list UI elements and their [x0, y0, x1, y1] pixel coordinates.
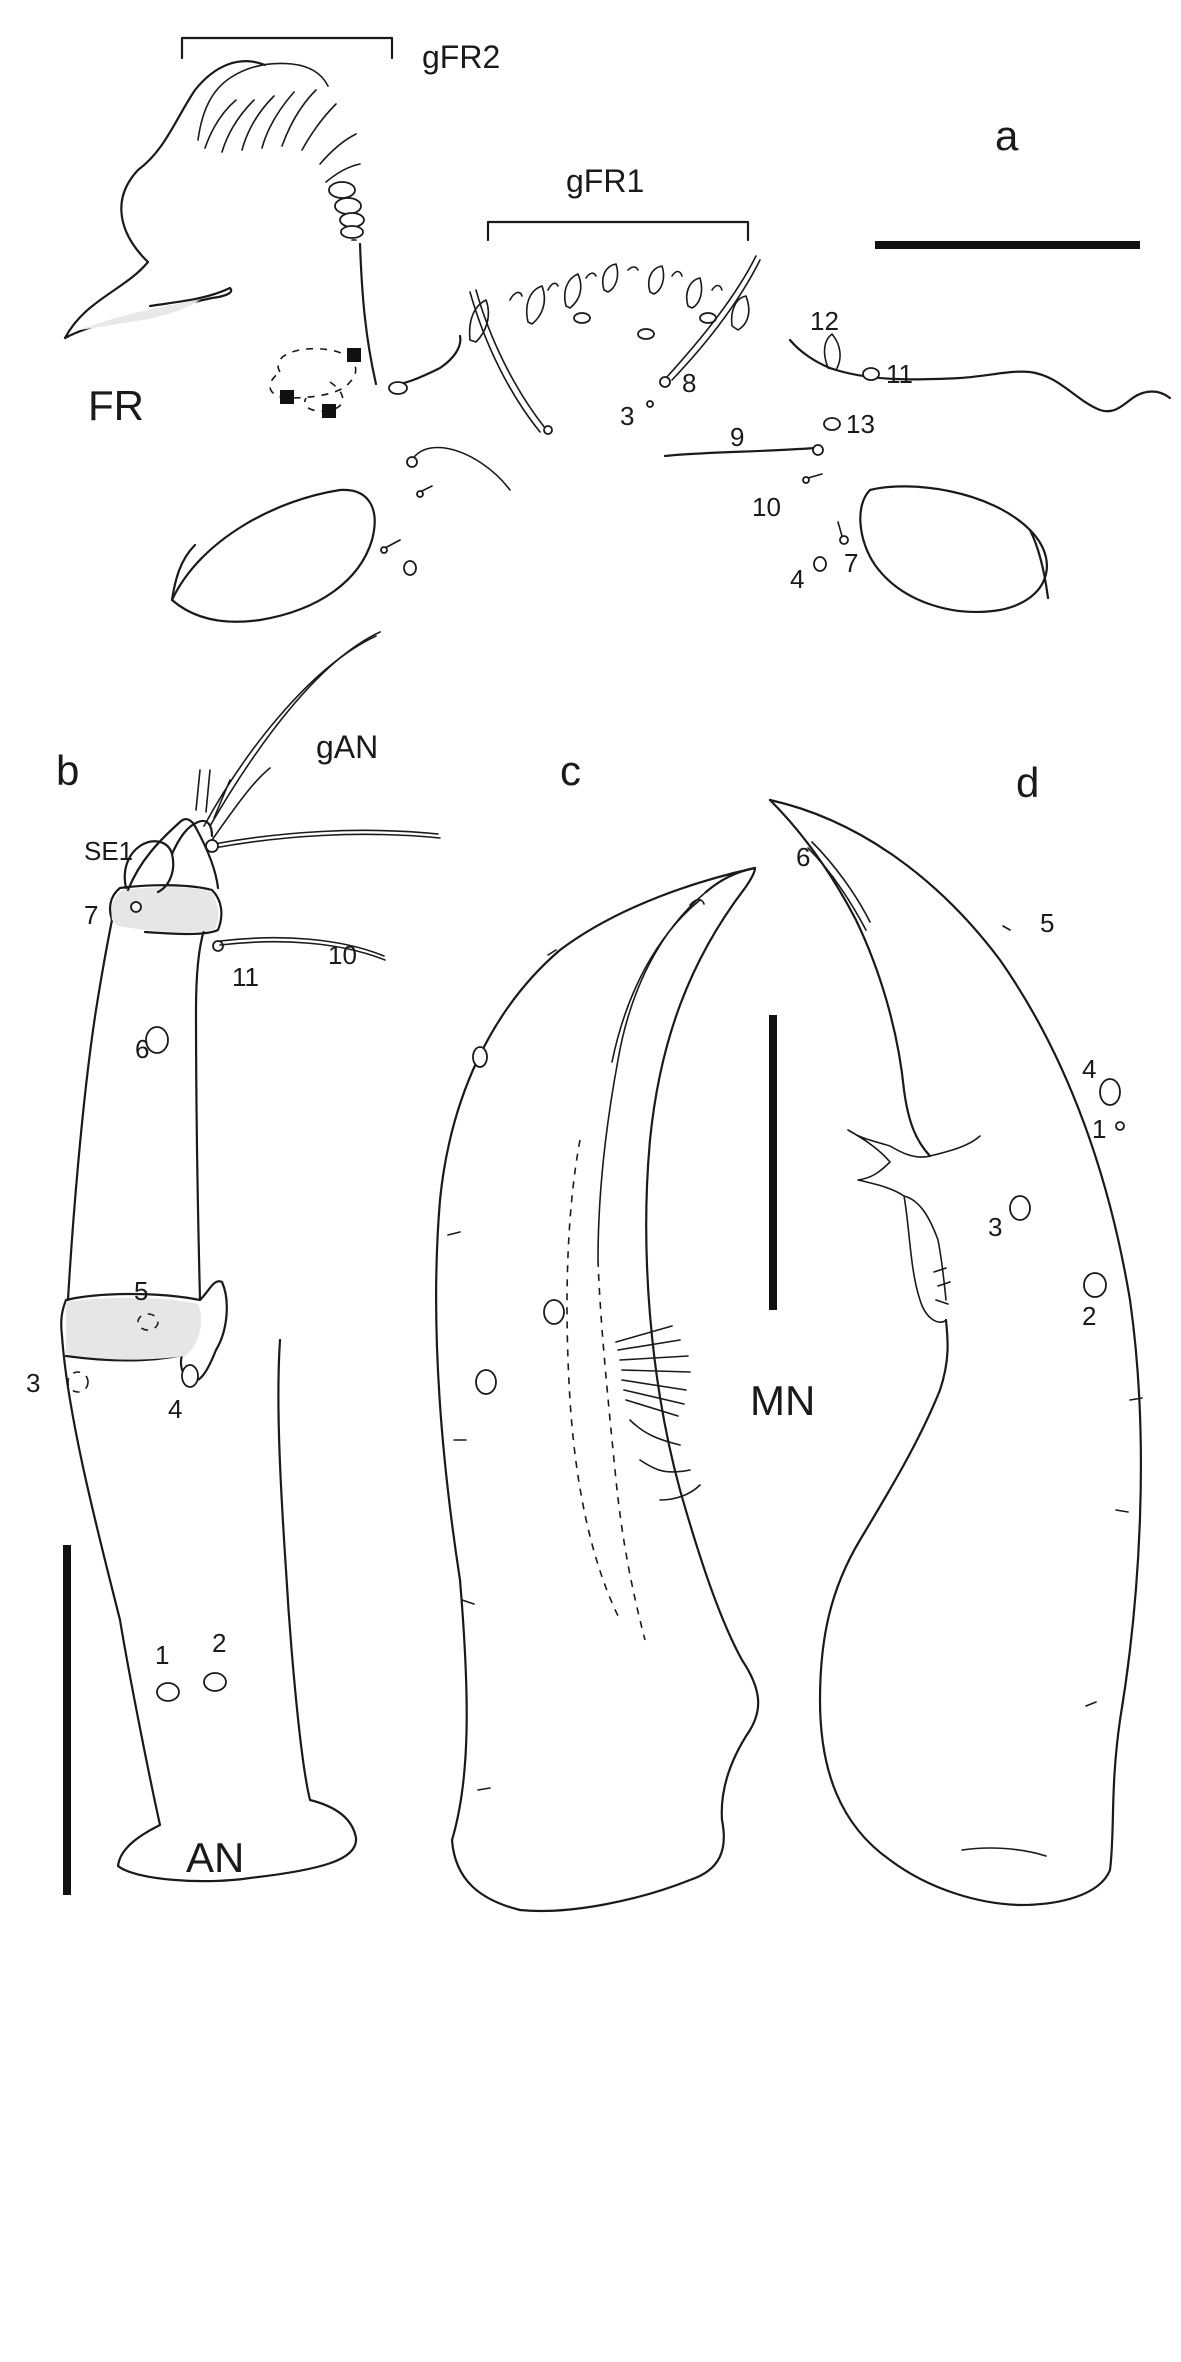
num-a-10: 10	[752, 492, 781, 522]
antenna-segment-2	[66, 918, 206, 1302]
num-d-3: 3	[988, 1212, 1002, 1242]
label-an: AN	[186, 1834, 244, 1881]
num-d-5: 5	[1040, 908, 1054, 938]
num-d-6: 6	[796, 842, 810, 872]
seta-b-10	[219, 940, 386, 961]
panel-c: c	[434, 747, 760, 1913]
nasale-stipple	[80, 300, 200, 330]
gan-seta-long	[209, 631, 381, 827]
num-a-7: 7	[844, 548, 858, 578]
socket-dotted	[269, 347, 357, 399]
pore-b-1	[156, 1682, 180, 1702]
seta-10	[807, 473, 823, 479]
marker-square-2	[280, 390, 294, 404]
pore-c-2	[475, 1369, 497, 1395]
penicillus	[615, 1325, 701, 1501]
seta-left-long	[475, 289, 546, 429]
mandible-d-outer	[768, 798, 1143, 1907]
socket-left	[170, 488, 376, 623]
gfr2-teeth	[197, 62, 365, 241]
seta-12	[823, 333, 841, 371]
num-a-13: 13	[846, 409, 875, 439]
num-b-4: 4	[168, 1394, 182, 1424]
pore-b-5	[137, 1313, 159, 1331]
pore-b-2	[203, 1672, 227, 1692]
pore-d-2	[1083, 1272, 1107, 1298]
lobe-edge	[358, 242, 378, 386]
num-b-11: 11	[232, 962, 259, 992]
num-b-1: 1	[155, 1640, 169, 1670]
label-se1: SE1	[84, 836, 133, 866]
pore-d-1	[1115, 1121, 1125, 1131]
label-mn: MN	[750, 1377, 815, 1424]
num-b-5: 5	[134, 1276, 148, 1306]
num-b-3: 3	[26, 1368, 40, 1398]
num-a-9: 9	[730, 422, 744, 452]
seta-9	[663, 446, 817, 458]
mandible-c-outer	[434, 866, 760, 1913]
panel-letter-c: c	[560, 747, 581, 794]
pore-c-1	[472, 1046, 488, 1068]
marker-square-3	[322, 404, 336, 418]
label-fr: FR	[88, 382, 144, 429]
frontal-margin-left	[388, 334, 462, 388]
seta-8	[671, 259, 761, 381]
label-gan: gAN	[316, 729, 378, 765]
gfr1-teeth	[468, 263, 750, 343]
pore-b-6	[145, 1026, 169, 1054]
num-a-3: 3	[620, 401, 634, 431]
label-gfr2: gFR2	[422, 39, 500, 75]
bracket-gfr2	[180, 36, 394, 60]
panel-letter-d: d	[1016, 759, 1039, 806]
pore-c-3	[543, 1299, 565, 1325]
antenna-segment-1	[60, 1334, 358, 1883]
pore-d-3	[1009, 1195, 1031, 1221]
num-d-1: 1	[1092, 1114, 1106, 1144]
pore-d-4	[1099, 1078, 1121, 1106]
num-b-6: 6	[135, 1034, 149, 1064]
num-a-4: 4	[790, 564, 804, 594]
socket-right	[859, 485, 1048, 613]
pore-b-4	[181, 1364, 199, 1388]
panel-b: b gAN SE1 AN 7 10 11 6 5 3 4 1 2	[26, 631, 441, 1895]
panel-a: a gFR2 gFR1 FR 3 8 9 12 11 13 10 7 4	[63, 36, 1172, 623]
num-b-2: 2	[212, 1628, 226, 1658]
num-a-12: 12	[810, 306, 839, 336]
panel-d: d MN 6 5 4 1 3 2	[750, 759, 1143, 1907]
panel-letter-b: b	[56, 747, 79, 794]
num-d-2: 2	[1082, 1301, 1096, 1331]
num-a-11: 11	[886, 359, 913, 389]
nasale-outline	[63, 60, 267, 340]
frontal-margin-right	[788, 338, 1172, 413]
bracket-gfr1	[486, 220, 750, 242]
pore-4	[813, 556, 827, 572]
sensillum-se1	[123, 840, 175, 894]
seta-7	[837, 521, 843, 537]
num-b-10: 10	[328, 940, 357, 970]
pore-b-3	[67, 1371, 89, 1393]
num-a-8: 8	[682, 368, 696, 398]
antenna-segment-3	[126, 818, 220, 892]
retinaculum	[847, 1129, 947, 1324]
seta-se-long	[213, 833, 441, 849]
num-d-4: 4	[1082, 1054, 1096, 1084]
marker-square-1	[347, 348, 361, 362]
panel-letter-a: a	[995, 112, 1019, 159]
num-b-7: 7	[84, 900, 98, 930]
label-gfr1: gFR1	[566, 163, 644, 199]
antenna-joint-3	[109, 884, 223, 936]
